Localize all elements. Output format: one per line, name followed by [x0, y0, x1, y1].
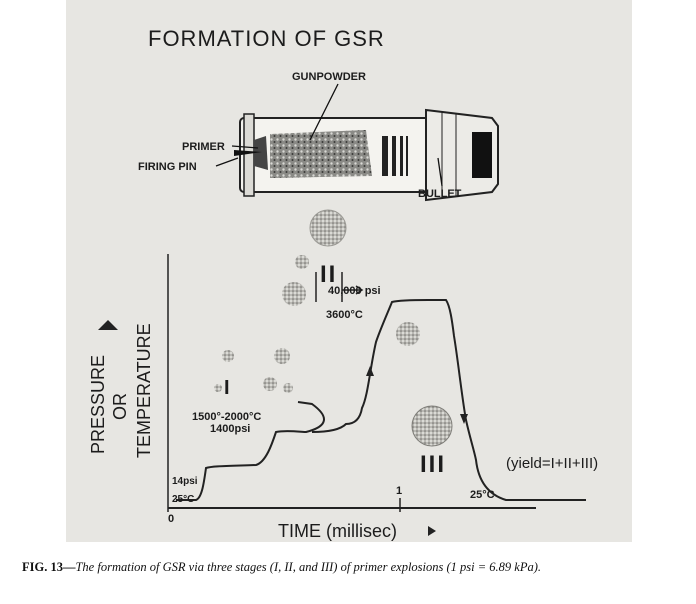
- stage-iii-label: III: [420, 451, 446, 478]
- firing-pin: [234, 150, 262, 156]
- stage2-temp-label: 3600°C: [326, 309, 363, 321]
- primer-pointer: [231, 145, 259, 149]
- stage1-pressure-label: 1400psi: [210, 423, 250, 435]
- stage1-temp-label: 1500°-2000°C: [192, 411, 261, 423]
- y-axis-arrow-icon: [98, 320, 118, 330]
- y-axis-label-or: OR: [110, 393, 130, 420]
- gunpowder-charge: [270, 130, 372, 178]
- end-temp-label: 25°C: [470, 489, 495, 501]
- cartridge: GUNPOWDER PRIMER FIRING PIN BULLET: [138, 71, 499, 202]
- y-axis-label-pressure: PRESSURE: [88, 355, 108, 454]
- x-tick-1: 1: [396, 485, 402, 497]
- yield-label: (yield=I+II+III): [506, 455, 598, 472]
- figure-caption: FIG. 13—The formation of GSR via three s…: [22, 559, 686, 575]
- stage-i-label: I: [224, 377, 230, 399]
- start-pressure-label: 14psi: [172, 476, 198, 487]
- x-axis-label: TIME (millisec): [278, 521, 397, 541]
- primer: [254, 136, 268, 170]
- cartridge-bands: [382, 136, 408, 176]
- firing-pin-pointer: [215, 157, 239, 167]
- bullet: [425, 108, 499, 202]
- start-temp-label: 25°C: [172, 494, 194, 505]
- curve-arrow-down: [460, 414, 468, 424]
- caption-text: The formation of GSR via three stages (I…: [75, 560, 542, 574]
- figure-panel: FORMATION OF GSR GUNPOWDER PRIMER FIR: [66, 0, 632, 542]
- caption-figure-number: FIG. 13—: [22, 560, 76, 574]
- bullet-label: BULLET: [418, 188, 462, 200]
- stage2-arrow: [342, 285, 364, 295]
- gsr-particle-clusters: [214, 209, 453, 447]
- x-axis-arrow-icon: [428, 526, 436, 536]
- curve-arrow-up: [366, 366, 374, 376]
- gsr-diagram: FORMATION OF GSR GUNPOWDER PRIMER FIR: [88, 26, 598, 541]
- x-tick-0: 0: [168, 513, 174, 525]
- gunpowder-label: GUNPOWDER: [292, 71, 366, 83]
- y-axis-label-temperature: TEMPERATURE: [134, 323, 154, 458]
- pressure-curve: [176, 299, 586, 501]
- stage2-pressure-label: 40,000 psi: [328, 285, 381, 297]
- firing-pin-label: FIRING PIN: [138, 161, 197, 173]
- diagram-title: FORMATION OF GSR: [148, 26, 385, 51]
- stage-ii-label: II: [320, 261, 337, 288]
- bullet-pointer: [437, 157, 443, 187]
- gunpowder-pointer: [309, 83, 339, 141]
- primer-label: PRIMER: [182, 141, 225, 153]
